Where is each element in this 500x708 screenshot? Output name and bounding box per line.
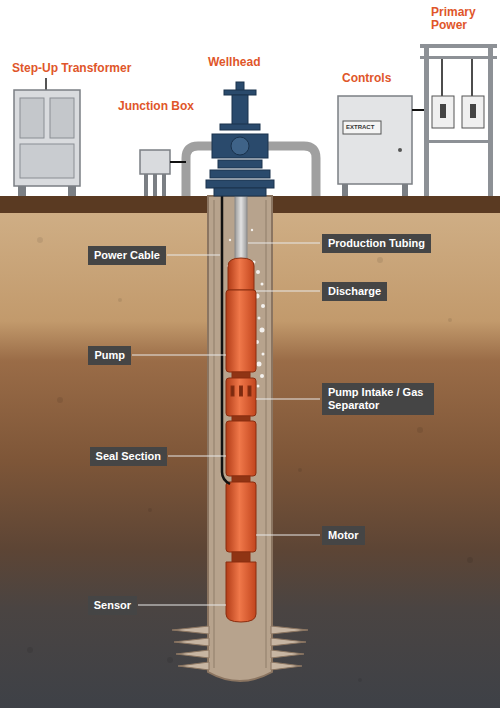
junction-box [140,150,170,196]
controls-cabinet [338,96,412,196]
coupling [232,476,250,482]
callout-text: Motor [328,529,359,542]
production-tubing [235,196,247,260]
callout-text: Power Cable [94,249,160,262]
intake-separator [226,378,256,416]
coupling [232,552,250,562]
surface-label: Junction Box [118,100,194,113]
callout-text: Pump Intake / Gas Separator [328,386,428,412]
callout-box: Discharge [322,282,387,301]
coupling [232,416,250,421]
casing [213,200,215,668]
soil-texture [27,237,473,682]
esp-string [226,258,256,622]
brand-plate: EXTRACT [346,124,374,131]
callout-box: Pump [88,346,131,365]
power-cable [222,196,230,484]
discharge-head [228,258,254,290]
surface-label: Primary Power [431,6,495,32]
casing [265,200,267,668]
surface-label: Wellhead [208,56,260,69]
gas-bubbles [227,229,265,388]
callout-box: Production Tubing [322,234,431,253]
callout-text: Seal Section [96,450,161,463]
coupling [232,372,250,378]
surface-label: Step-Up Transformer [12,62,131,75]
intake-slots [231,386,251,396]
callout-text: Production Tubing [328,237,425,250]
callout-text: Pump [94,349,125,362]
callout-box: Pump Intake / Gas Separator [322,383,434,415]
leader-lines [132,243,320,605]
callout-box: Power Cable [88,246,166,265]
surface-label: Controls [342,72,391,85]
motor-body [226,482,256,552]
sensor-body [226,562,256,622]
pump-body [226,290,256,372]
callout-box: Sensor [88,596,137,615]
surface-pipe [268,146,316,196]
wellhead [206,82,274,196]
step-up-transformer [14,78,80,196]
seal-body [226,421,256,476]
callout-box: Motor [322,526,365,545]
callout-text: Discharge [328,285,381,298]
perforations [172,626,308,670]
cable [170,161,186,163]
wellbore [208,196,272,681]
callout-text: Sensor [94,599,131,612]
callout-box: Seal Section [90,447,167,466]
primary-power-structure [420,44,497,196]
